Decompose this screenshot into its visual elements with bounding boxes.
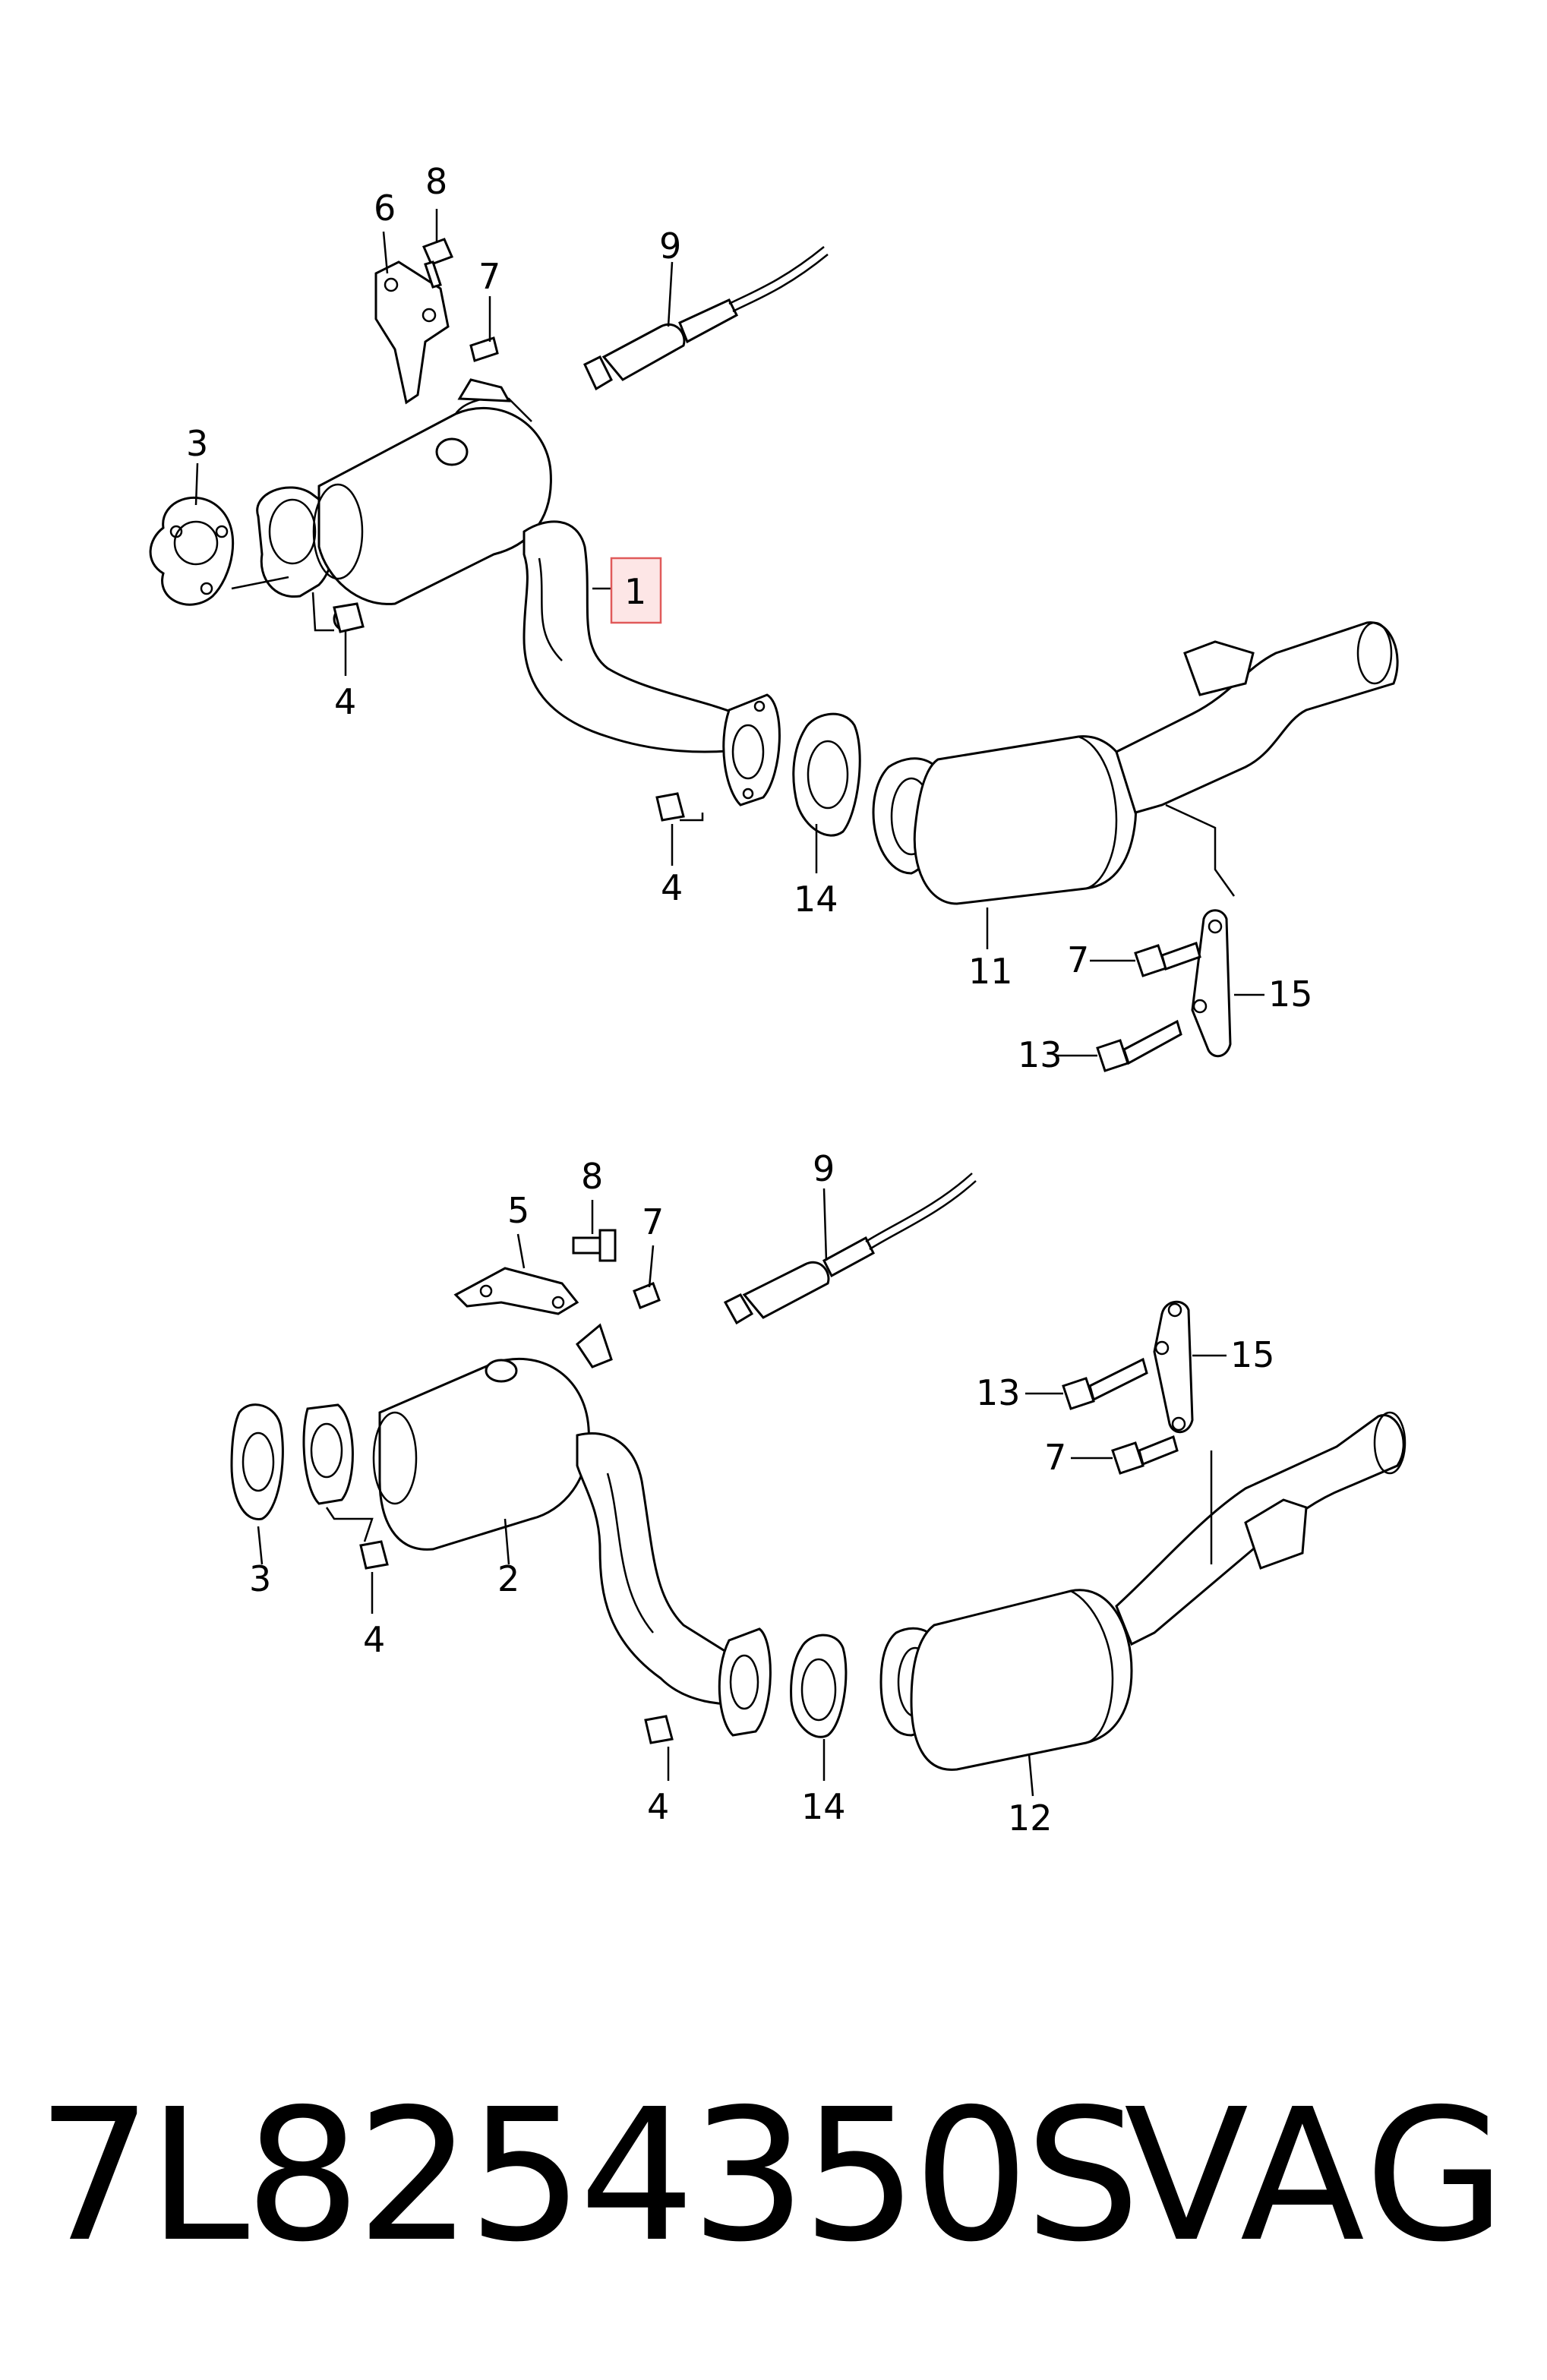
gasket-3-top xyxy=(149,496,235,606)
nut-4-bottom-left xyxy=(359,1540,389,1570)
bolt-7-top-lower xyxy=(1134,942,1201,977)
gasket-14-bottom xyxy=(790,1633,848,1738)
top-assembly: 3 4 6 8 7 9 1 4 14 11 7 13 15 xyxy=(149,161,1399,1075)
catalytic-converter-front-top xyxy=(256,378,781,806)
bolt-7-bottom-lower xyxy=(1111,1435,1179,1475)
callout-4-top-mid: 4 xyxy=(661,867,683,908)
bracket-5-bottom xyxy=(453,1267,579,1315)
bolt-13-bottom xyxy=(1062,1357,1148,1410)
callout-4-bottom-left: 4 xyxy=(363,1619,385,1660)
catalytic-converter-rear-11-top xyxy=(872,621,1399,905)
bolt-7-bottom-upper xyxy=(633,1282,661,1309)
bracket-15-top xyxy=(1191,909,1232,1058)
bottom-assembly: 5 8 7 9 3 4 2 4 14 12 13 7 15 xyxy=(230,1148,1407,1839)
nut-4-top-mid xyxy=(655,792,685,822)
catalytic-converter-front-2-bottom xyxy=(302,1323,772,1737)
callout-9-top: 9 xyxy=(659,226,681,267)
callout-5-bottom: 5 xyxy=(507,1190,529,1231)
callout-15-top: 15 xyxy=(1268,974,1313,1015)
callout-6-top: 6 xyxy=(374,188,396,229)
callout-13-bottom: 13 xyxy=(976,1372,1021,1413)
exhaust-parts-diagram: 3 4 6 8 7 9 1 4 14 11 7 13 15 xyxy=(149,161,1407,1839)
catalytic-converter-rear-12-bottom xyxy=(879,1411,1407,1771)
callout-3-bottom: 3 xyxy=(249,1558,271,1599)
callout-3-top: 3 xyxy=(186,423,208,464)
bolt-8-bottom xyxy=(572,1229,617,1262)
part-number: 7L8254350S xyxy=(36,2069,1141,2282)
callout-7-top-upper: 7 xyxy=(478,256,500,297)
callout-8-bottom: 8 xyxy=(581,1156,603,1197)
callout-7-top-lower: 7 xyxy=(1067,939,1089,980)
bracket-6-top xyxy=(374,260,450,405)
gasket-3-bottom xyxy=(230,1403,284,1520)
callout-4-bottom-mid: 4 xyxy=(647,1786,669,1827)
bolt-8-top xyxy=(421,238,454,289)
oxygen-sensor-9-top xyxy=(583,246,829,391)
callout-13-top: 13 xyxy=(1018,1034,1062,1075)
callout-2-bottom: 2 xyxy=(497,1558,519,1599)
callout-7-bottom-lower: 7 xyxy=(1044,1437,1066,1478)
callout-11-top: 11 xyxy=(968,951,1013,992)
callout-14-bottom: 14 xyxy=(801,1786,846,1827)
nut-4-bottom-mid xyxy=(644,1715,674,1744)
callout-4-top-left: 4 xyxy=(334,681,356,722)
callout-1-highlight xyxy=(610,557,662,624)
bracket-15-bottom xyxy=(1153,1300,1194,1434)
bolt-13-top xyxy=(1096,1019,1182,1072)
callout-9-bottom: 9 xyxy=(813,1148,835,1189)
brand-name: VAG xyxy=(1124,2069,1509,2282)
gasket-14-top xyxy=(792,712,861,837)
callout-8-top: 8 xyxy=(425,161,447,202)
nut-4-top-left xyxy=(333,602,365,633)
callout-12-bottom: 12 xyxy=(1008,1798,1053,1839)
callout-7-bottom-upper: 7 xyxy=(642,1201,664,1242)
oxygen-sensor-9-bottom xyxy=(723,1173,977,1325)
callout-1-top: 1 xyxy=(624,571,646,612)
bolt-7-top-upper xyxy=(469,336,499,362)
callout-14-top: 14 xyxy=(794,879,838,920)
callout-15-bottom: 15 xyxy=(1230,1334,1275,1375)
